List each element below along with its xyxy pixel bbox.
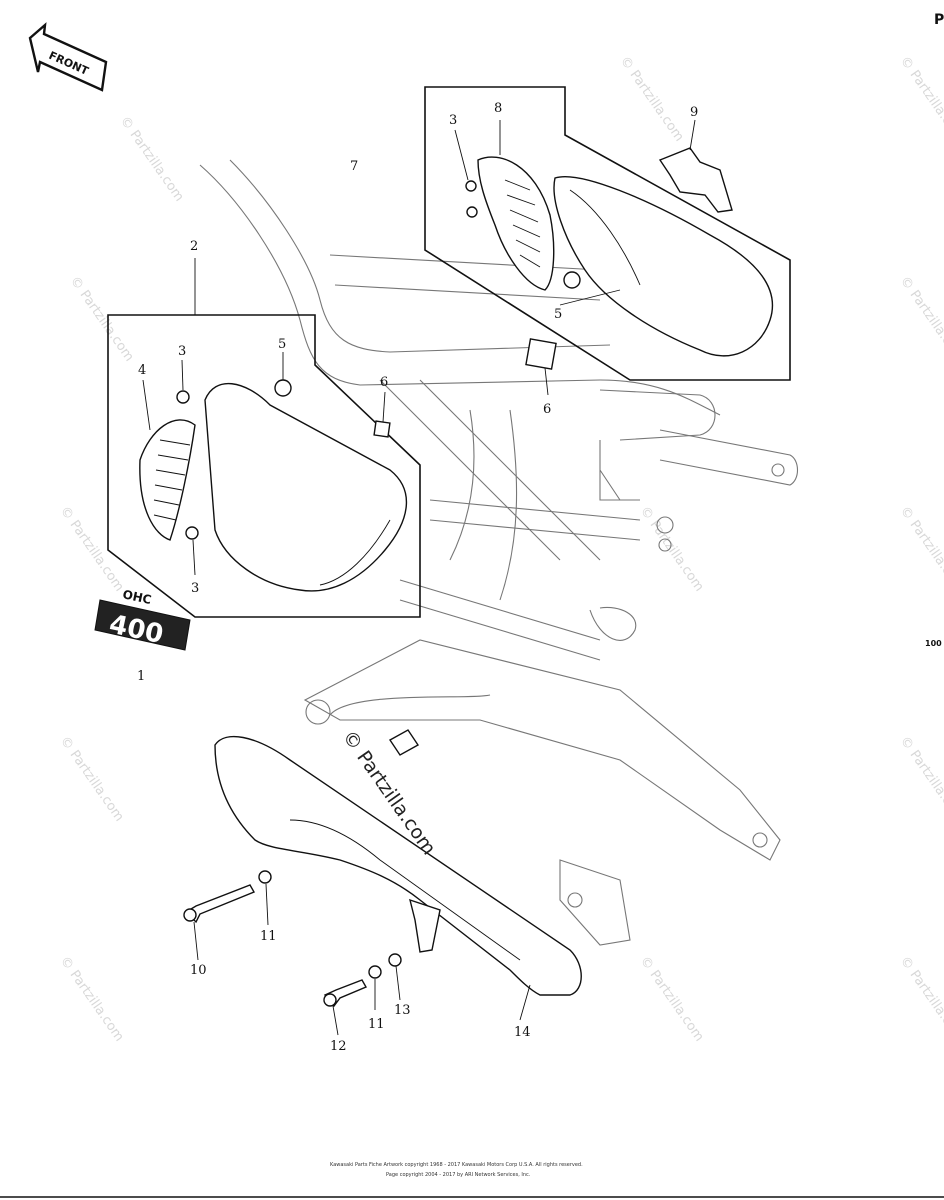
side-cover-grille-right — [477, 156, 555, 291]
callout-3: 3 — [178, 344, 186, 359]
watermark: © Partzilla.com — [57, 734, 127, 825]
grille-slats — [153, 439, 191, 521]
watermark: © Partzilla.com — [617, 54, 687, 145]
front-arrow-icon: FRONT — [28, 22, 108, 92]
side-cover-right — [553, 176, 774, 357]
bolt-10 — [184, 884, 256, 924]
watermark: © Partzilla.com — [57, 504, 127, 595]
callout-14: 14 — [514, 1025, 531, 1040]
edge-label-top-right: P — [934, 12, 944, 28]
bracket-9 — [658, 147, 733, 213]
callout-10: 10 — [190, 963, 207, 978]
callout-11: 11 — [260, 929, 277, 944]
callout-3: 3 — [449, 113, 457, 128]
footer-line-2: Page copyright 2004 - 2017 by ARI Networ… — [386, 1172, 531, 1178]
chain-guard — [214, 729, 582, 996]
watermark: © Partzilla.com — [117, 114, 187, 205]
watermark: © Partzilla.com — [897, 954, 944, 1045]
side-cover-grille — [139, 419, 196, 541]
callout-7: 7 — [350, 159, 358, 174]
watermark: © Partzilla.com — [57, 954, 127, 1045]
right-side-cover-group — [424, 86, 791, 381]
watermark: © Partzilla.com — [637, 954, 707, 1045]
watermark: © Partzilla.com — [897, 54, 944, 145]
watermark: © Partzilla.com — [637, 504, 707, 595]
edge-label-code: 100 — [925, 639, 942, 648]
inset-box-right — [424, 86, 791, 381]
callout-5: 5 — [554, 307, 562, 322]
watermark: © Partzilla.com — [67, 274, 137, 365]
callout-1: 1 — [137, 669, 145, 684]
leader-lines — [142, 119, 696, 1036]
callout-6: 6 — [543, 402, 551, 417]
callout-4: 4 — [138, 363, 146, 378]
footer-line-1: Kawasaki Parts Fiche Artwork copyright 1… — [330, 1162, 583, 1168]
callout-11: 11 — [368, 1017, 385, 1032]
watermark: © Partzilla.com — [897, 734, 944, 825]
callout-13: 13 — [394, 1003, 411, 1018]
grille-slats-right — [504, 179, 541, 268]
watermark: © Partzilla.com — [897, 274, 944, 365]
callout-2: 2 — [190, 239, 198, 254]
callout-3: 3 — [191, 581, 199, 596]
left-side-cover-group: OHC 400 — [94, 314, 421, 651]
side-cover-left — [204, 383, 408, 592]
callout-labels: 1 2 3 3 3 4 5 5 6 6 7 8 9 10 11 11 12 13… — [137, 101, 698, 1054]
swingarm — [303, 639, 781, 946]
emblem-ohc: OHC — [121, 587, 153, 607]
ohc-400-emblem: OHC 400 — [94, 587, 191, 651]
callout-6: 6 — [380, 375, 388, 390]
inset-box-left — [107, 314, 421, 618]
callout-12: 12 — [330, 1039, 347, 1054]
hardware — [183, 870, 402, 1008]
watermark: © Partzilla.com — [897, 504, 944, 595]
callout-9: 9 — [690, 105, 698, 120]
callout-8: 8 — [494, 101, 502, 116]
callout-5: 5 — [278, 337, 286, 352]
motorcycle-frame — [199, 159, 799, 661]
